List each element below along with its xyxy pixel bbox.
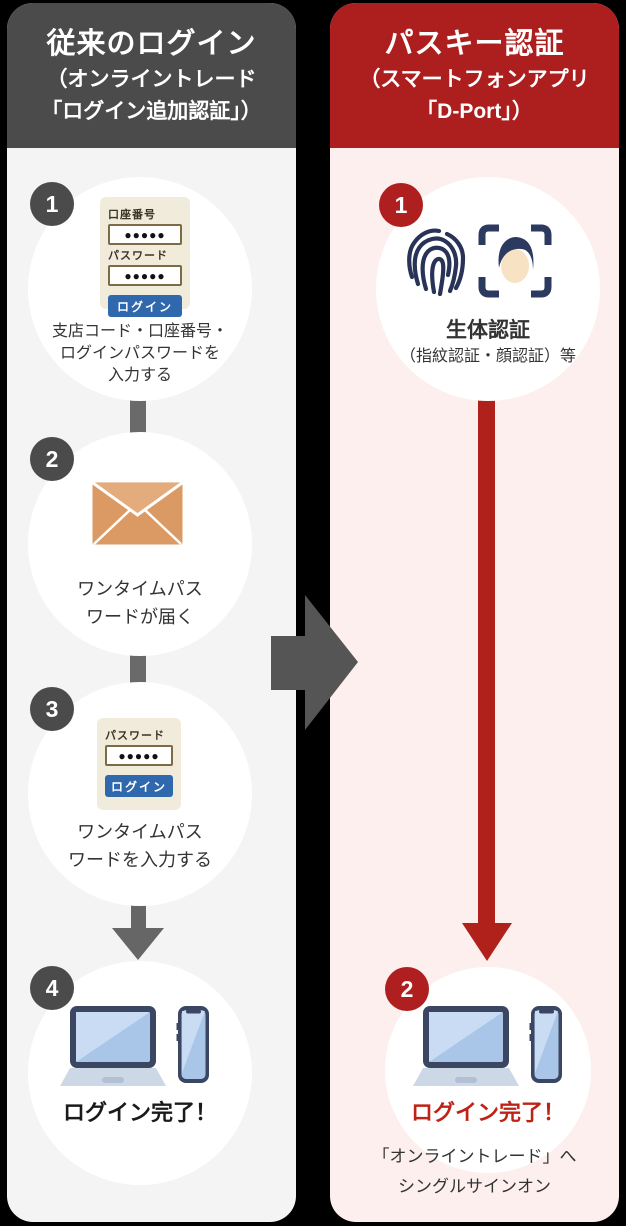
step-number-badge: 1 [379, 183, 423, 227]
sso-note: 「オンライントレード」へ シングルサインオン [372, 1147, 577, 1196]
biometric-subtitle: （指紋認証・顔認証）等 [399, 348, 576, 365]
legacy-login-subtitle-2: 「ログイン追加認証」） [41, 99, 262, 123]
legacy-login-title: 従来のログイン [46, 27, 257, 60]
right-arrow-icon [271, 595, 358, 730]
otp-form-illustration: パスワード ●●●●● ログイン [97, 718, 181, 810]
step-number-badge: 4 [30, 966, 74, 1010]
account-label: 口座番号 [108, 209, 156, 221]
fingerprint-icon [407, 228, 466, 297]
login-form-illustration: 口座番号 ●●●●● パスワード ●●●●● ログイン [100, 197, 190, 317]
password-input-illustration: ●●●●● [108, 265, 182, 286]
passkey-header: パスキー認証 （スマートフォンアプリ 「D-Port」） [330, 3, 619, 148]
connector-step2-step3 [130, 646, 146, 690]
login-button-illustration: ログイン [105, 775, 173, 797]
step-number-badge: 3 [30, 687, 74, 731]
connector-step1-step2 [130, 396, 146, 440]
otp-input-illustration: ●●●●● [105, 745, 173, 766]
legacy-step-2-circle: 2 ワンタイムパス ワードが届く [28, 432, 252, 656]
legacy-step-3-circle: 3 パスワード ●●●●● ログイン ワンタイムパス ワードを入力する [28, 682, 252, 906]
down-arrow-icon [112, 898, 164, 960]
step-caption: 支店コード・口座番号・ ログインパスワードを 入力する [51, 323, 228, 384]
password-label: パスワード [108, 250, 168, 262]
step-number-badge: 2 [30, 437, 74, 481]
login-button-illustration: ログイン [108, 295, 182, 317]
passkey-subtitle-1: （スマートフォンアプリ [359, 67, 590, 91]
biometric-title: 生体認証 [446, 319, 530, 342]
step-number-badge: 1 [30, 182, 74, 226]
passkey-step-2-circle: 2 ログイン完了！ [385, 967, 591, 1173]
passkey-subtitle-2: 「D-Port」） [416, 99, 533, 123]
step-number-badge: 2 [385, 967, 429, 1011]
passkey-step-1-circle: 1 生体認証 （指紋認証・顔認証）等 [376, 177, 600, 401]
legacy-login-header: 従来のログイン （オンライントレード 「ログイン追加認証」） [7, 3, 296, 148]
step-caption: ログイン完了！ [62, 1100, 217, 1125]
legacy-login-subtitle-1: （オンライントレード [46, 67, 257, 91]
account-input-illustration: ●●●●● [108, 224, 182, 245]
step-caption: ワンタイムパス ワードを入力する [68, 822, 212, 870]
step-caption: ログイン完了！ [410, 1100, 565, 1125]
legacy-step-4-circle: 4 ログイン完了！ [28, 961, 252, 1185]
envelope-icon [92, 482, 183, 545]
laptop-smartphone-icon [413, 1006, 562, 1086]
laptop-smartphone-icon [60, 1006, 209, 1086]
red-down-arrow-icon [462, 395, 512, 961]
legacy-step-1-circle: 1 口座番号 ●●●●● パスワード ●●●●● ログイン 支店コード・口座番号… [28, 177, 252, 401]
passkey-title: パスキー認証 [384, 27, 565, 60]
password-label: パスワード [105, 730, 165, 742]
step-caption: ワンタイムパス ワードが届く [77, 579, 203, 627]
face-scan-icon [478, 224, 552, 298]
